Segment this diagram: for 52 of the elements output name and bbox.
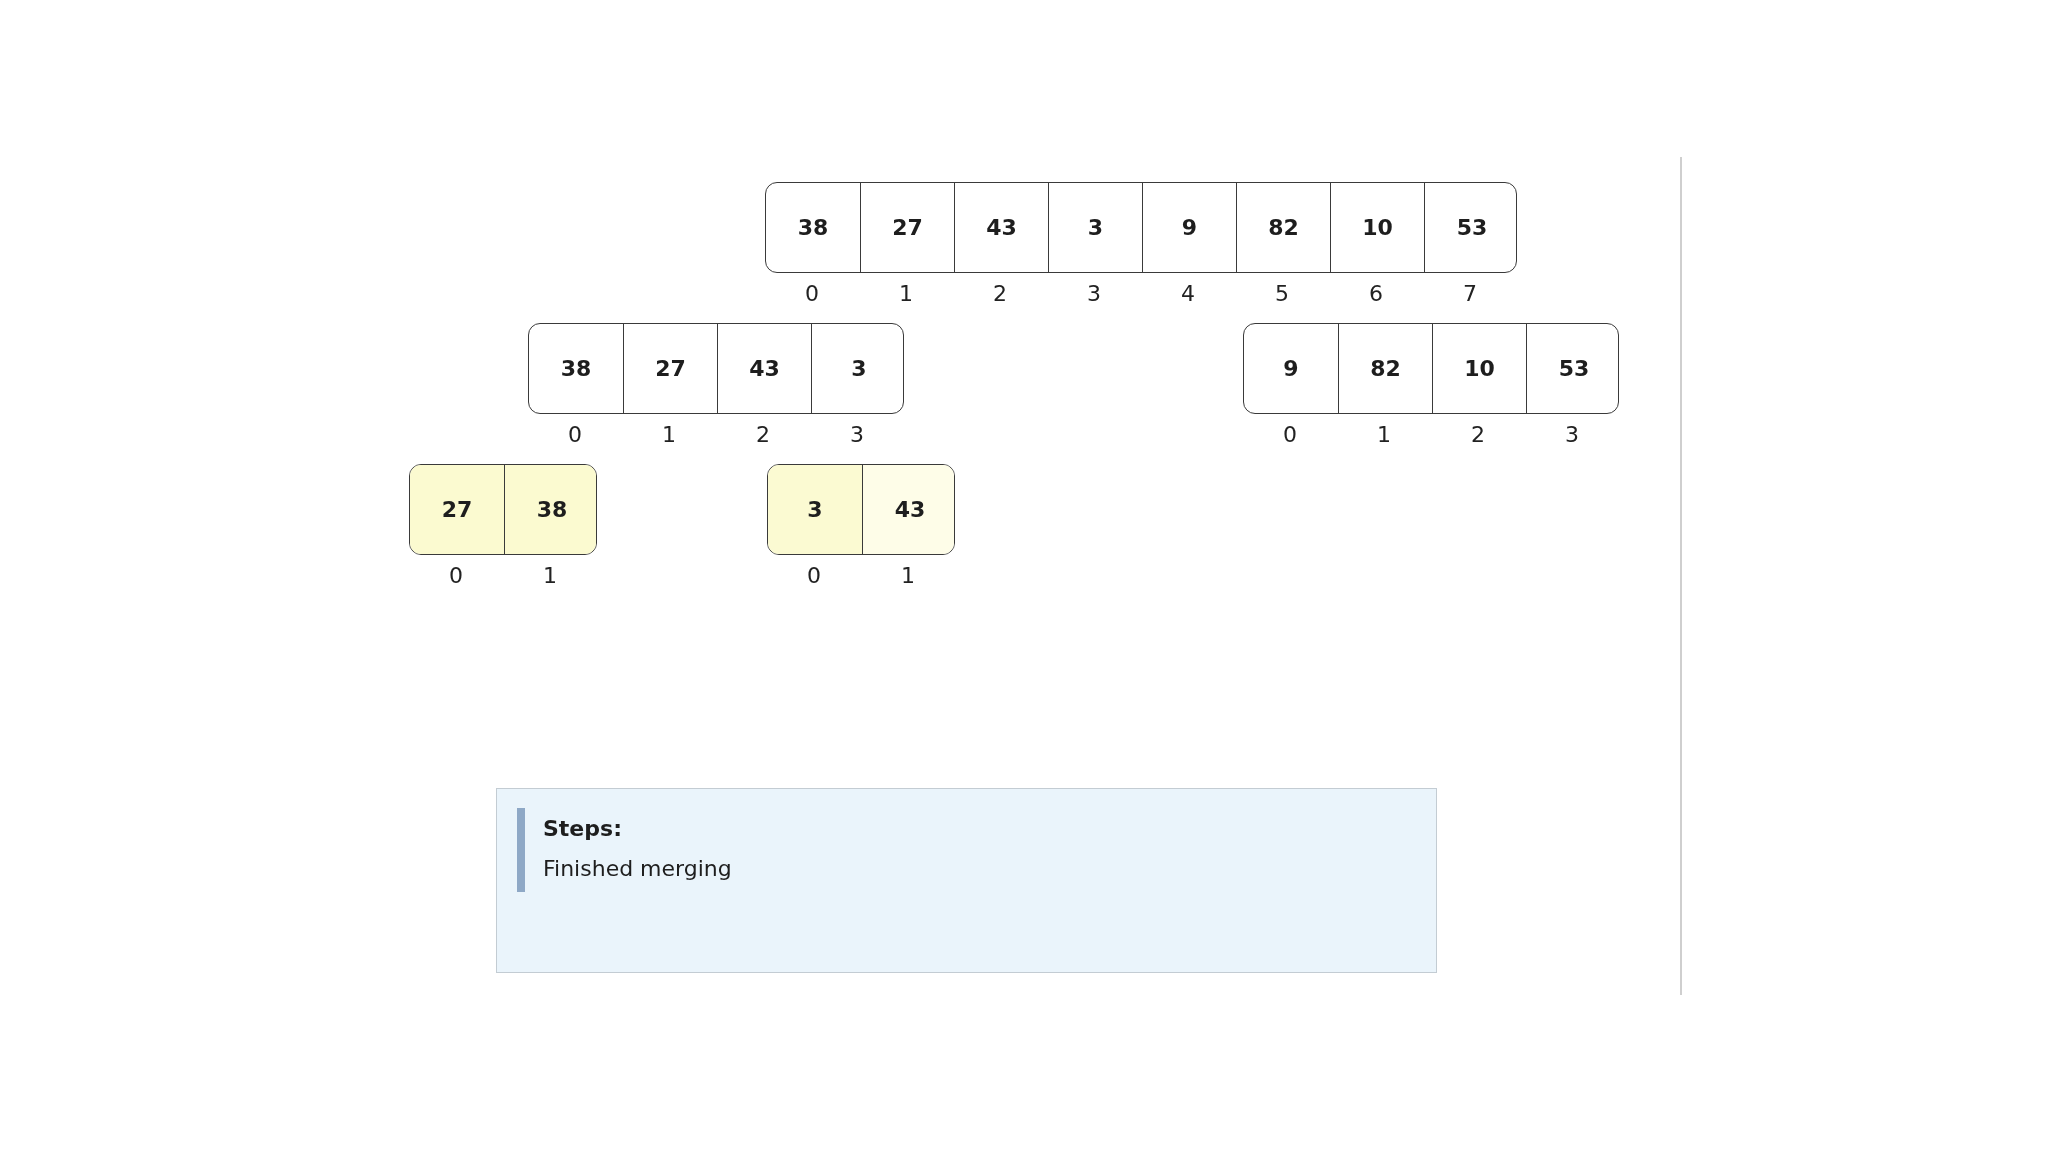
array-cell [410,465,505,554]
array-box [409,464,597,555]
cell-value: 3 [807,498,823,521]
index-label: 0 [567,422,583,448]
index-label: 2 [992,281,1008,307]
cell-value: 27 [892,216,923,239]
array-cell [504,465,596,554]
cell-value: 82 [1370,357,1401,380]
cell-value: 10 [1464,357,1495,380]
cell-value: 27 [655,357,686,380]
index-label: 1 [661,422,677,448]
cell-value: 43 [986,216,1017,239]
index-label: 2 [755,422,771,448]
steps-heading: Steps: [543,815,623,843]
index-label: 0 [448,563,464,589]
steps-panel [496,788,1437,973]
array-cell [862,465,954,554]
cell-value: 10 [1362,216,1393,239]
cell-value: 9 [1283,357,1299,380]
cell-value: 53 [1456,216,1488,239]
array-box [767,464,955,555]
index-label: 0 [1282,422,1298,448]
cell-value: 9 [1181,216,1198,239]
index-label: 3 [849,422,865,448]
cell-value: 38 [560,357,592,380]
index-label: 6 [1368,281,1384,307]
index-label: 5 [1274,281,1290,307]
index-label: 3 [1086,281,1102,307]
cell-value: 27 [441,498,473,521]
index-label: 7 [1462,281,1478,307]
cell-value: 82 [1268,216,1299,239]
index-label: 1 [898,281,914,307]
cell-value: 43 [749,357,780,380]
index-label: 3 [1564,422,1580,448]
index-label: 1 [900,563,916,589]
array-box [765,182,1517,273]
array-cell [768,465,863,554]
index-label: 0 [806,563,822,589]
array-box [1243,323,1619,414]
cell-value: 3 [1087,216,1104,239]
cell-value: 38 [797,216,829,239]
cell-value: 43 [894,498,926,521]
index-label: 4 [1180,281,1196,307]
cell-value: 53 [1558,357,1590,380]
index-label: 2 [1470,422,1486,448]
index-label: 1 [1376,422,1392,448]
index-label: 0 [804,281,820,307]
cell-value: 38 [536,498,568,521]
cell-value: 3 [851,357,867,380]
array-box [528,323,904,414]
steps-text: Finished merging [543,855,732,883]
index-label: 1 [542,563,558,589]
